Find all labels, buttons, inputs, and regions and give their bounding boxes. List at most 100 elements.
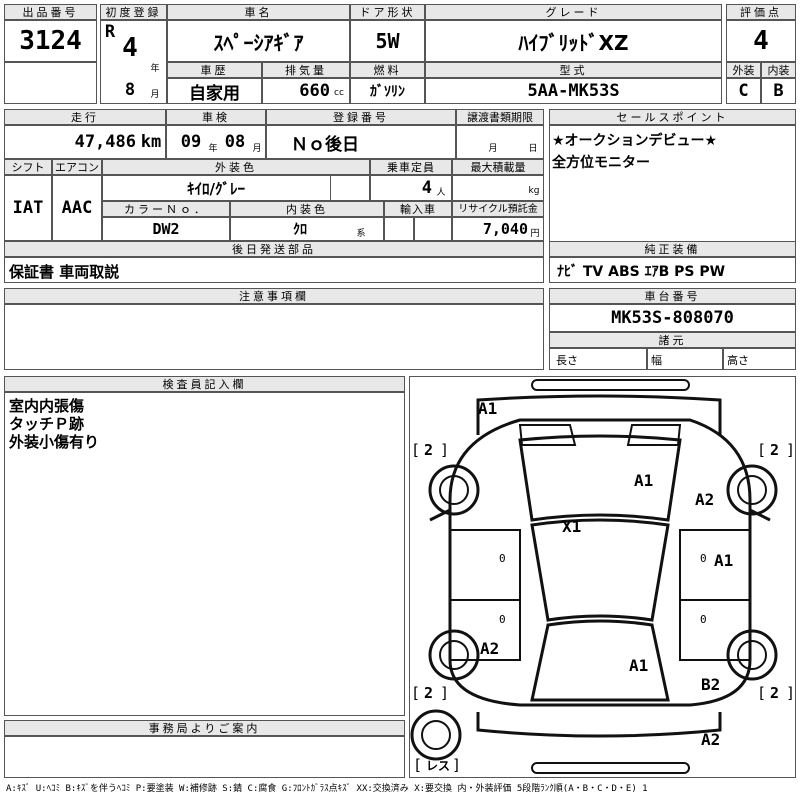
- history: 自家用: [189, 83, 240, 104]
- first-reg-year: 4: [122, 33, 138, 63]
- shift-label: シフト: [4, 159, 52, 175]
- first-reg-year-unit: 年: [150, 63, 160, 74]
- front-bumper: [476, 394, 722, 435]
- tire-rl: 2: [424, 684, 433, 702]
- damage-mark: A1: [634, 471, 653, 490]
- damage-mark: X1: [562, 517, 581, 536]
- inspector-line: 外装小傷有り: [9, 433, 100, 451]
- svg-text:[: [: [757, 441, 766, 459]
- ext-score: C: [738, 81, 749, 101]
- car-name-label: 車名: [167, 4, 350, 20]
- capacity: 4: [421, 178, 432, 198]
- door-mark: 0: [499, 552, 506, 565]
- svg-text:[: [: [411, 684, 420, 702]
- color-no: DW2: [152, 220, 180, 238]
- damage-mark: A2: [701, 730, 720, 749]
- damage-mark: A2: [480, 639, 499, 658]
- legend: A:ｷｽﾞ U:ﾍｺﾐ B:ｷｽﾞを伴うﾍｺﾐ P:要塗装 W:補修跡 S:錆 …: [6, 784, 648, 794]
- svg-text:]: ]: [452, 756, 461, 774]
- recycle-fee: 7,040: [482, 220, 528, 238]
- displacement-label: 排気量: [262, 62, 350, 78]
- lot-label: 出品番号: [4, 4, 97, 20]
- max-load-unit: kg: [528, 186, 540, 196]
- int-score: B: [773, 81, 784, 101]
- specs-label: 諸元: [549, 332, 796, 348]
- damage-mark: A1: [478, 399, 497, 418]
- grade: ﾊｲﾌﾞﾘｯﾄﾞXZ: [518, 30, 629, 55]
- shift: IAT: [12, 198, 44, 218]
- displacement: 660: [299, 81, 330, 101]
- later-parts: 保証書 車両取説: [9, 263, 120, 281]
- int-color-unit: 系: [356, 228, 366, 239]
- model-label: 型式: [425, 62, 722, 78]
- wheel-spare: [410, 709, 462, 761]
- rear-hatch: [530, 619, 670, 702]
- door-left: [450, 529, 521, 601]
- first-reg-era: R: [104, 22, 116, 42]
- spec-height-label: 高さ: [727, 354, 749, 367]
- equipment-label: 純正装備: [549, 241, 796, 257]
- spec-width-label: 幅: [651, 354, 662, 367]
- int-color-label: 内装色: [230, 201, 384, 217]
- ext-color-label: 外装色: [102, 159, 370, 175]
- car-diagram: A1 A1 A2 X1 A1 A2 A1 B2 A2 0 0 0 0 [2] […: [410, 379, 795, 774]
- svg-text:]: ]: [440, 441, 449, 459]
- svg-text:]: ]: [440, 684, 449, 702]
- door-type: 5W: [375, 29, 400, 53]
- spec-length-label: 長さ: [556, 354, 578, 367]
- car-body: [448, 418, 752, 707]
- inspection-year-unit: 年: [208, 143, 218, 154]
- inspection-month-unit: 月: [252, 143, 262, 154]
- first-reg-month: 8: [124, 80, 136, 100]
- car-name: ｽﾍﾟｰｼｱｷﾞｱ: [213, 30, 304, 55]
- svg-text:[: [: [411, 441, 420, 459]
- car-diagram-frame: [409, 376, 796, 778]
- wheel-rr: [726, 629, 778, 681]
- sales-point-line: 全方位モニター: [552, 155, 650, 171]
- door-mark: 0: [499, 613, 506, 626]
- damage-mark: A1: [629, 656, 648, 675]
- ext-color: ｷｲﾛ/ｸﾞﾚｰ: [187, 179, 245, 198]
- damage-mark: A2: [695, 490, 714, 509]
- fuel: ｶﾞｿﾘﾝ: [370, 84, 405, 100]
- import-label: 輸入車: [384, 201, 452, 217]
- grade-label: グレード: [425, 4, 722, 20]
- equipment: ﾅﾋﾞ TV ABS ｴｱB PS PW: [557, 264, 726, 280]
- windshield-right: [626, 424, 682, 446]
- damage-mark: A1: [714, 551, 733, 570]
- hood: [518, 434, 682, 522]
- office-label: 事務局よりご案内: [4, 720, 405, 736]
- inspection-label: 車検: [166, 109, 266, 125]
- inspector-line: タッチＰ跡: [9, 415, 85, 433]
- capacity-label: 乗車定員: [370, 159, 452, 175]
- mileage: 47,486: [74, 132, 136, 152]
- color-no-label: カラーＮｏ．: [102, 201, 230, 217]
- door-right: [679, 599, 750, 661]
- sales-point-label: セールスポイント: [549, 109, 796, 125]
- sales-point-line: ★オークションデビュー★: [552, 133, 718, 149]
- door-left: [450, 599, 521, 661]
- later-parts-label: 後日発送部品: [4, 241, 544, 257]
- tire-fr: 2: [770, 441, 779, 459]
- chassis-label: 車台番号: [549, 288, 796, 304]
- windshield-left: [518, 424, 577, 446]
- notes-label: 注意事項欄: [4, 288, 544, 304]
- model: 5AA-MK53S: [527, 81, 620, 101]
- door-label: ドア形状: [350, 4, 425, 20]
- roof-bar: [531, 762, 690, 774]
- transfer-day-unit: 日: [528, 143, 538, 154]
- mileage-label: 走行: [4, 109, 166, 125]
- reg-no: Ｎｏ後日: [291, 134, 359, 155]
- mirror-right: [749, 508, 771, 522]
- inspector-label: 検査員記入欄: [4, 376, 405, 392]
- inspection-month: 08: [224, 132, 246, 152]
- displacement-unit: cc: [334, 88, 344, 98]
- lot-number: 3124: [19, 26, 82, 56]
- svg-text:[: [: [413, 756, 422, 774]
- int-score-label: 内装: [761, 62, 796, 78]
- svg-text:]: ]: [786, 684, 795, 702]
- door-mark: 0: [700, 552, 707, 565]
- recycle-unit: 円: [530, 228, 540, 239]
- capacity-unit: 人: [436, 187, 446, 198]
- transfer-label: 譲渡書類期限: [456, 109, 544, 125]
